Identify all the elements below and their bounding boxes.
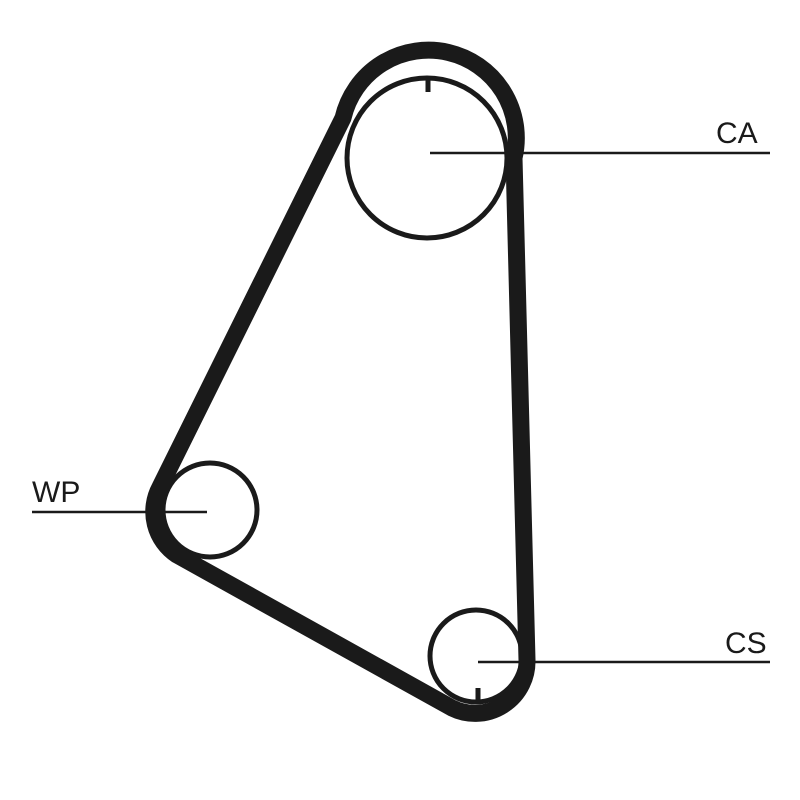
label-ca: CA — [716, 117, 758, 150]
pulley-wp — [160, 460, 260, 560]
pulley-ca — [344, 75, 510, 241]
label-wp: WP — [32, 476, 80, 509]
timing-belt — [145, 41, 536, 722]
label-cs: CS — [725, 627, 767, 660]
